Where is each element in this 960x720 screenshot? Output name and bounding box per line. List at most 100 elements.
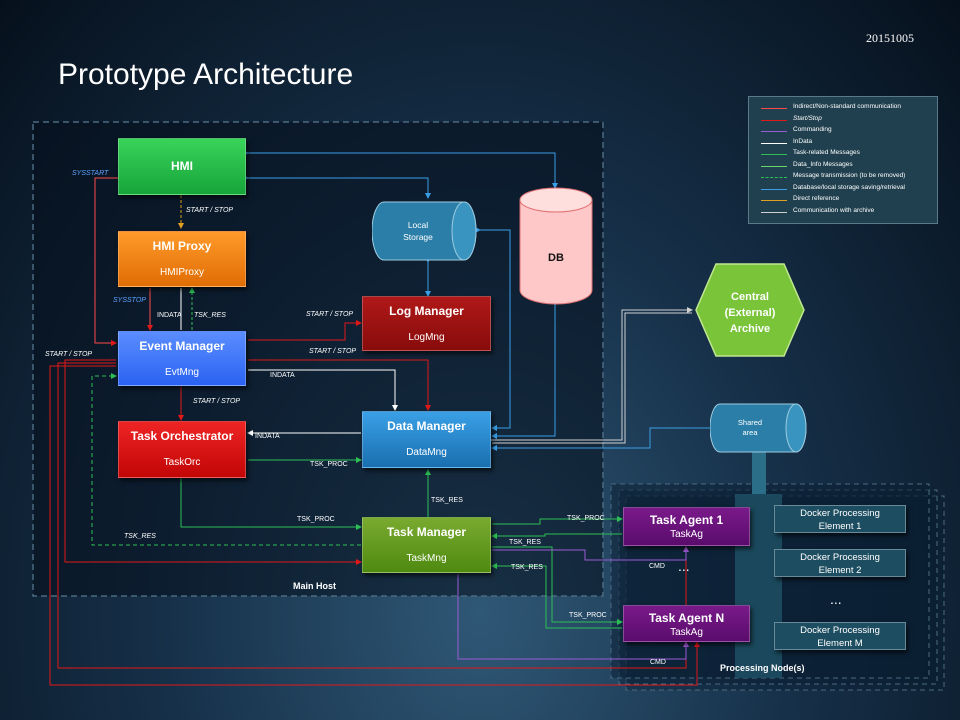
data-manager-sub: DataMng (406, 447, 447, 458)
task-agent-n-box[interactable]: Task Agent N TaskAg (623, 605, 750, 642)
docker-m-line2: Element M (817, 638, 863, 649)
label-tsk-res-agent1: TSK_RES (509, 539, 541, 546)
label-indata-proxy: INDATA (157, 312, 182, 319)
legend-text: Indirect/Non-standard communication (793, 103, 902, 110)
legend-line-swatch (761, 177, 787, 178)
shared-area-line2: area (742, 428, 758, 437)
event-manager-title: Event Manager (139, 339, 225, 353)
legend-line-swatch (761, 119, 787, 121)
hmi-box[interactable]: HMI (118, 138, 246, 195)
legend-text: Commanding (793, 126, 832, 133)
slide-title: Prototype Architecture (58, 58, 354, 91)
label-indata-event: INDATA (270, 372, 295, 379)
data-manager-box[interactable]: Data Manager DataMng (362, 411, 491, 468)
task-agent-1-title: Task Agent 1 (649, 513, 724, 527)
local-storage-label: Local Storage (385, 219, 451, 243)
label-start-stop-orc: START / STOP (193, 398, 241, 405)
shared-area-line1: Shared (737, 418, 763, 427)
docker-m-line1: Docker Processing (800, 625, 880, 636)
task-orchestrator-title: Task Orchestrator (130, 429, 234, 443)
log-manager-sub: LogMng (408, 332, 445, 343)
legend-text: Data_Info Messages (793, 160, 853, 168)
main-host-label: Main Host (293, 581, 337, 591)
label-tsk-proc-taskmng: TSK_PROC (297, 516, 335, 523)
db-cylinder[interactable] (518, 186, 594, 308)
docker-2-line2: Element 2 (818, 565, 862, 576)
label-tsk-res-loop: TSK_RES (124, 533, 156, 540)
label-start-stop-log: START / STOP (306, 311, 354, 318)
label-tsk-res-proxy: TSK_RES (194, 312, 226, 319)
central-archive-label: Central (External) Archive (700, 289, 800, 337)
task-manager-box[interactable]: Task Manager TaskMng (362, 517, 491, 573)
legend-line-swatch (761, 200, 787, 201)
hmi-proxy-box[interactable]: HMI Proxy HMIProxy (118, 231, 246, 287)
legend-text: Start/Stop (793, 114, 822, 122)
legend-line-swatch (761, 154, 787, 155)
legend-text: Communication with archive (793, 206, 875, 214)
docker-element-m[interactable]: Docker Processing Element M (774, 622, 906, 650)
hmi-title: HMI (171, 159, 193, 173)
label-tsk-proc-data: TSK_PROC (310, 461, 348, 468)
task-manager-sub: TaskMng (406, 553, 447, 564)
processing-node-label: Processing Node(s) (720, 663, 805, 673)
label-cmd-agentn: CMD (650, 659, 666, 666)
legend-line-swatch (761, 142, 787, 144)
event-manager-box[interactable]: Event Manager EvtMng (118, 331, 246, 386)
central-archive-line3: Archive (729, 323, 771, 335)
local-storage-line1: Local (407, 220, 429, 230)
docker-element-1[interactable]: Docker Processing Element 1 (774, 505, 906, 533)
log-manager-box[interactable]: Log Manager LogMng (362, 296, 491, 351)
data-manager-title: Data Manager (387, 419, 466, 433)
label-indata-orc: INDATA (255, 433, 280, 440)
legend-text: InData (793, 137, 813, 145)
task-orchestrator-sub: TaskOrc (163, 457, 201, 468)
hmi-proxy-title: HMI Proxy (152, 239, 212, 253)
db-label: DB (548, 252, 564, 264)
central-archive-line2: (External) (724, 307, 776, 319)
docker-element-2[interactable]: Docker Processing Element 2 (774, 549, 906, 577)
legend-text: Direct reference (793, 195, 840, 202)
legend-text: Database/local storage saving/retrieval (793, 183, 906, 191)
legend-text: Task-related Messages (793, 149, 860, 156)
event-manager-sub: EvtMng (165, 367, 199, 378)
legend-line-swatch (761, 131, 787, 132)
legend-line-swatch (761, 108, 787, 109)
label-tsk-res-agentn: TSK_RES (511, 564, 543, 571)
central-archive-line1: Central (731, 291, 769, 303)
label-tsk-proc-agent1: TSK_PROC (567, 515, 605, 522)
docker-ellipsis: ... (830, 591, 842, 607)
legend-line-swatch (761, 211, 787, 213)
hmi-proxy-sub: HMIProxy (160, 267, 204, 278)
legend-line-swatch (761, 165, 787, 167)
task-agent-n-sub: TaskAg (670, 627, 703, 638)
local-storage-cylinder[interactable] (372, 200, 482, 262)
local-storage-line2: Storage (403, 232, 433, 242)
shared-area-stem (752, 452, 766, 494)
legend-text: Message transmission (to be removed) (793, 172, 906, 179)
label-tsk-res-data: TSK_RES (431, 497, 463, 504)
shared-area-cylinder[interactable] (710, 402, 810, 454)
legend-line-swatch (761, 188, 787, 190)
log-manager-title: Log Manager (389, 304, 464, 318)
label-sysstart: SYSSTART (72, 170, 109, 177)
slide-date: 20151005 (866, 31, 914, 45)
label-tsk-proc-agentn: TSK_PROC (569, 612, 607, 619)
task-manager-title: Task Manager (386, 525, 467, 539)
label-cmd-agent1: CMD (649, 563, 665, 570)
docker-1-line2: Element 1 (818, 521, 862, 532)
task-agent-1-box[interactable]: Task Agent 1 TaskAg (623, 507, 750, 546)
docker-2-line1: Docker Processing (800, 552, 880, 563)
shared-area-label: Shared area (722, 418, 778, 438)
central-archive-hexagon[interactable] (694, 262, 806, 358)
label-start-stop-data: START / STOP (309, 348, 357, 355)
label-start-stop-left: START / STOP (45, 351, 93, 358)
label-start-stop-hmi: START / STOP (186, 207, 234, 214)
task-agent-1-sub: TaskAg (670, 529, 703, 540)
task-agent-n-title: Task Agent N (648, 611, 725, 625)
label-sysstop: SYSSTOP (113, 297, 146, 304)
agent-ellipsis: ... (678, 558, 690, 574)
task-orchestrator-box[interactable]: Task Orchestrator TaskOrc (118, 421, 246, 478)
docker-1-line1: Docker Processing (800, 508, 880, 519)
